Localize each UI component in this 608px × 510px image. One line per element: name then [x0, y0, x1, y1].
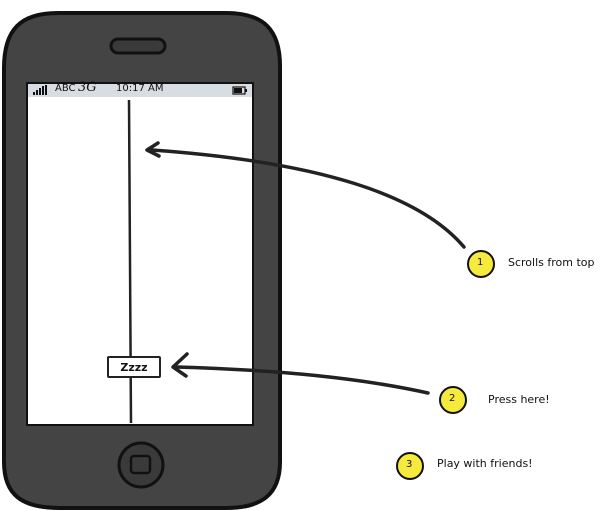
- battery-icon: [232, 86, 247, 95]
- badge-3-number: 3: [406, 459, 413, 470]
- badge-2-number: 2: [449, 393, 456, 404]
- status-bar: [28, 84, 252, 97]
- carrier-label: ABC: [55, 83, 76, 94]
- speaker-slot: [109, 37, 167, 55]
- zzzz-button[interactable]: Zzzz: [107, 356, 161, 378]
- arrow-1: [150, 148, 466, 249]
- note-2: Press here!: [488, 393, 550, 406]
- home-button[interactable]: [117, 441, 165, 489]
- note-3: Play with friends!: [437, 457, 533, 470]
- clock-label: 10:17 AM: [116, 83, 164, 94]
- arrowhead-1: [145, 141, 161, 158]
- note-1: Scrolls from top: [508, 256, 595, 269]
- arrow-2: [174, 365, 430, 395]
- badge-3-circle: [396, 452, 424, 480]
- badge-1-number: 1: [477, 257, 484, 268]
- badge-1-circle: [467, 250, 495, 278]
- arrowhead-2: [171, 352, 189, 378]
- signal-icon: [33, 85, 47, 95]
- badge-2-circle: [439, 386, 467, 414]
- network-label: 3G: [78, 80, 97, 95]
